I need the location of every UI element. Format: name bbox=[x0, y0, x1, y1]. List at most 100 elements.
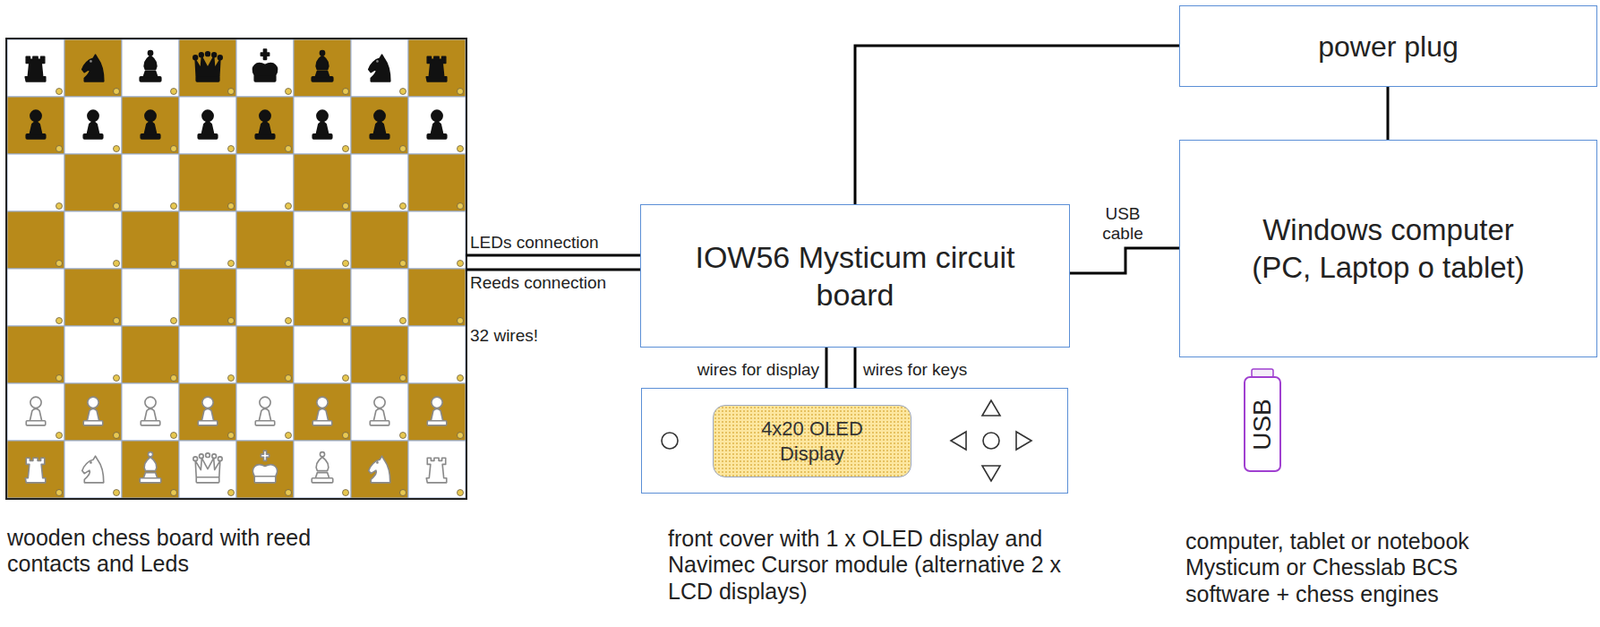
board-square bbox=[408, 211, 466, 269]
board-square bbox=[121, 440, 180, 498]
led-dot bbox=[56, 260, 63, 267]
board-square bbox=[179, 268, 237, 326]
board-square bbox=[179, 325, 237, 384]
chess-piece bbox=[83, 110, 103, 139]
led-dot bbox=[56, 203, 63, 210]
led-dot bbox=[342, 432, 350, 439]
board-square bbox=[293, 440, 351, 498]
chess-piece bbox=[197, 110, 217, 139]
chess-piece bbox=[82, 54, 104, 82]
chess-piece bbox=[82, 455, 104, 483]
board-frame bbox=[6, 38, 467, 499]
wire-label: Reeds connection bbox=[469, 273, 608, 293]
box-text: IOW56 Mysticum circuit board bbox=[667, 238, 1043, 315]
board-square bbox=[236, 154, 294, 212]
cursor-right bbox=[1016, 431, 1032, 450]
board-square bbox=[179, 154, 237, 212]
led-dot bbox=[171, 203, 178, 210]
board-square bbox=[408, 268, 466, 326]
chess-piece bbox=[253, 49, 278, 82]
chess-piece bbox=[197, 396, 217, 426]
board-square bbox=[121, 96, 180, 155]
led-dot bbox=[228, 317, 235, 325]
box-text: power plug bbox=[1317, 28, 1459, 65]
led-dot bbox=[113, 375, 120, 382]
board-square bbox=[179, 39, 237, 97]
chess-piece bbox=[25, 56, 45, 82]
led-dot bbox=[400, 432, 407, 439]
chess-piece bbox=[83, 396, 103, 426]
led-dot bbox=[113, 88, 120, 95]
led-dot bbox=[113, 260, 120, 267]
led-dot bbox=[285, 489, 292, 497]
led-dot bbox=[342, 375, 350, 382]
led-dot bbox=[342, 317, 350, 325]
led-dot bbox=[228, 260, 235, 267]
wire-connector bbox=[825, 347, 829, 388]
led-dot bbox=[457, 375, 464, 382]
power-plug-box: power plug bbox=[1179, 5, 1598, 87]
wire-label: LEDs connection bbox=[469, 232, 600, 253]
board-square bbox=[64, 325, 122, 384]
chess-piece bbox=[311, 452, 334, 483]
led-dot bbox=[228, 375, 235, 382]
led-dot bbox=[457, 88, 464, 95]
chess-piece bbox=[311, 51, 334, 82]
led-dot bbox=[285, 88, 292, 95]
led-dot bbox=[285, 317, 292, 325]
led-dot bbox=[171, 88, 178, 95]
chess-board-node: wooden chess board with reed contacts an… bbox=[7, 39, 466, 498]
chess-piece bbox=[427, 396, 446, 426]
led-dot bbox=[457, 260, 464, 267]
chess-piece bbox=[253, 450, 278, 483]
led-dot bbox=[400, 260, 407, 267]
led-dot bbox=[400, 145, 407, 153]
caption-text: front cover with 1 x OLED display and Na… bbox=[667, 525, 1062, 605]
cursor-center bbox=[983, 432, 1000, 449]
chess-piece bbox=[368, 54, 391, 82]
wire-label: USB cable bbox=[1095, 204, 1150, 244]
board-square bbox=[64, 96, 122, 155]
led-dot bbox=[56, 432, 63, 439]
board-square bbox=[293, 325, 351, 384]
led-dot bbox=[56, 375, 63, 382]
chess-piece bbox=[139, 51, 162, 82]
board-square bbox=[236, 383, 294, 441]
led-dot bbox=[342, 88, 350, 95]
cursor-left bbox=[950, 431, 967, 450]
chess-piece bbox=[25, 110, 45, 139]
wire-connector bbox=[855, 45, 1180, 205]
board-square bbox=[408, 440, 466, 498]
led-dot bbox=[113, 489, 120, 497]
board-square bbox=[408, 39, 466, 97]
cursor-down bbox=[982, 465, 1001, 481]
box-text: Windows computer (PC, Laptop o tablet) bbox=[1233, 211, 1543, 286]
front-cover-box: front cover with 1 x OLED display and Na… bbox=[641, 387, 1069, 494]
oled-display: 4x20 OLED Display bbox=[712, 404, 912, 478]
led-dot bbox=[228, 145, 235, 153]
cursor-module bbox=[661, 400, 1032, 481]
wire-connector bbox=[854, 347, 857, 388]
chess-piece bbox=[427, 110, 446, 139]
board-square bbox=[293, 96, 351, 155]
led-dot bbox=[113, 203, 120, 210]
led-dot bbox=[400, 375, 407, 382]
chess-piece bbox=[25, 457, 45, 483]
board-square bbox=[7, 39, 65, 97]
led-dot bbox=[228, 489, 235, 497]
board-square bbox=[179, 96, 237, 155]
caption-text: computer, tablet or notebook Mysticum or… bbox=[1185, 528, 1531, 608]
computer-box: Windows computer (PC, Laptop o tablet)co… bbox=[1179, 139, 1598, 358]
board-square bbox=[121, 154, 180, 212]
wire-label: wires for keys bbox=[862, 359, 968, 380]
board-square bbox=[350, 440, 409, 498]
chess-piece bbox=[193, 51, 223, 82]
led-dot bbox=[342, 260, 350, 267]
board-square bbox=[7, 325, 65, 384]
board-square bbox=[350, 325, 409, 384]
led-dot bbox=[228, 432, 235, 439]
board-square bbox=[350, 268, 409, 326]
board-square bbox=[179, 211, 237, 269]
board-square bbox=[236, 268, 294, 326]
led-dot bbox=[56, 145, 63, 153]
